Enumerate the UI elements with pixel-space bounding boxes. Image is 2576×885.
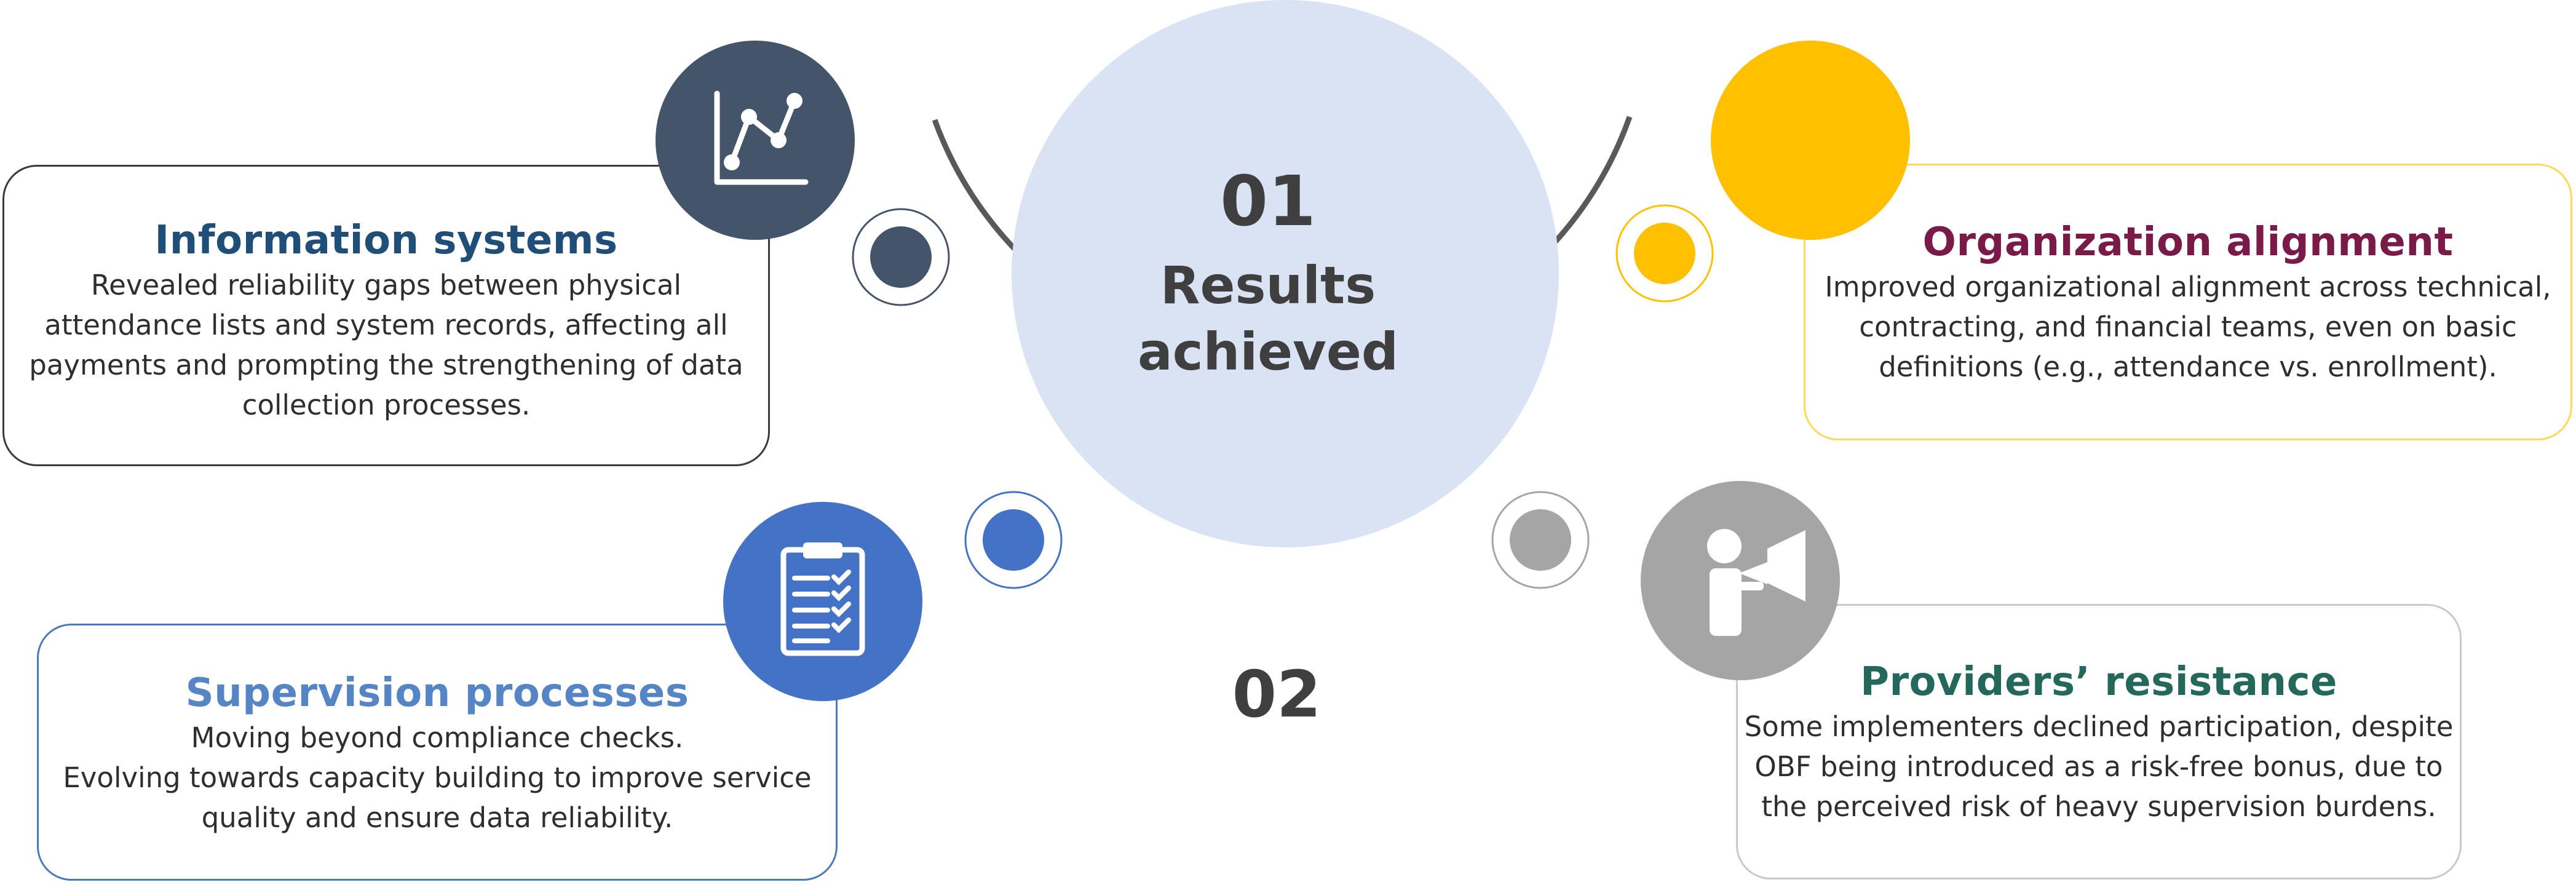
center-title: Results achieved [1107, 252, 1429, 385]
card-text-line: Evolving towards capacity building to im… [63, 761, 812, 794]
node-providers-resistance [1491, 491, 1590, 589]
card-supervision-processes: Supervision processes Moving beyond comp… [37, 624, 838, 881]
node-organization-alignment [1615, 204, 1714, 303]
line-chart-icon [656, 41, 855, 240]
yellow-circle-icon [1711, 41, 1910, 240]
card-text: Improved organizational alignment across… [1805, 267, 2570, 387]
card-text: Moving beyond compliance checks. Evolvin… [39, 718, 836, 838]
megaphone-person-icon [1641, 481, 1840, 680]
card-text-line: contracting, and financial teams, even o… [1859, 311, 2517, 343]
clipboard-checklist-icon [723, 502, 922, 701]
center-title-line: Results [1160, 255, 1376, 316]
card-text-line: OBF being introduced as a risk-free bonu… [1754, 750, 2443, 783]
card-title: Organization alignment [1922, 220, 2454, 265]
card-text-line: payments and prompting the strengthening… [29, 349, 743, 381]
card-text: Revealed reliability gaps between physic… [4, 265, 768, 425]
card-organization-alignment: Organization alignment Improved organiza… [1804, 164, 2572, 440]
node-information-systems [852, 208, 950, 306]
card-text-line: attendance lists and system records, aff… [44, 309, 728, 341]
card-text-line: quality and ensure data reliability. [201, 801, 673, 834]
node-supervision-processes [964, 491, 1063, 589]
step-number-02: 02 [1232, 657, 1322, 732]
card-text-line: definitions (e.g., attendance vs. enroll… [1879, 351, 2497, 383]
card-text-line: Some implementers declined participation… [1744, 710, 2454, 743]
card-title: Information systems [154, 218, 618, 263]
card-title: Providers’ resistance [1860, 659, 2337, 705]
center-title-line: achieved [1138, 322, 1398, 382]
card-title: Supervision processes [185, 670, 689, 716]
card-information-systems: Information systems Revealed reliability… [2, 165, 770, 466]
card-text-line: Moving beyond compliance checks. [191, 721, 684, 754]
card-text: Some implementers declined participation… [1738, 707, 2460, 827]
step-number-01: 01 [1220, 162, 1316, 242]
center-circle [1012, 0, 1559, 547]
card-text-line: Revealed reliability gaps between physic… [90, 269, 682, 301]
card-providers-resistance: Providers’ resistance Some implementers … [1736, 604, 2462, 879]
card-text-line: Improved organizational alignment across… [1825, 271, 2551, 303]
card-text-line: collection processes. [242, 389, 531, 421]
card-text-line: the perceived risk of heavy supervision … [1761, 790, 2436, 823]
